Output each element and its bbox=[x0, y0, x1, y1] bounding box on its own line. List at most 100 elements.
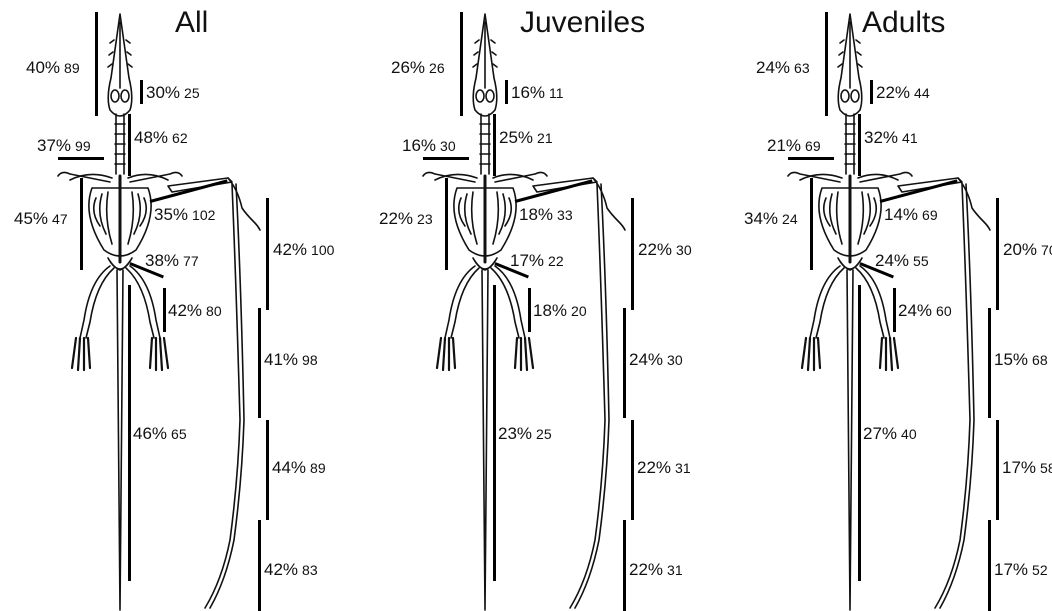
wing-phalanx-3-percent: 44% bbox=[272, 458, 306, 477]
skull-bar bbox=[95, 12, 98, 116]
humerus-bar bbox=[58, 157, 104, 160]
torso-bar bbox=[810, 178, 813, 270]
tail-n: 40 bbox=[901, 426, 917, 442]
humerus-percent: 16% bbox=[402, 136, 436, 155]
skeleton-panel-1: Juveniles 26%26 16% 11 25%21 16%30 22%23 bbox=[365, 0, 715, 611]
wing-phalanx-3-bar bbox=[996, 420, 999, 520]
wing-phalanx-2-label: 15%68 bbox=[994, 351, 1048, 369]
humerus-label: 16%30 bbox=[402, 137, 456, 155]
torso-label: 34%24 bbox=[744, 210, 798, 228]
neck-percent: 32% bbox=[864, 128, 898, 147]
rostrum-n: 25 bbox=[184, 85, 200, 101]
torso-percent: 34% bbox=[744, 209, 778, 228]
forearm-n: 102 bbox=[192, 207, 215, 223]
rostrum-bar bbox=[870, 80, 873, 104]
tibia-n: 80 bbox=[206, 303, 222, 319]
humerus-label: 21%69 bbox=[767, 137, 821, 155]
tail-n: 65 bbox=[171, 426, 187, 442]
rostrum-label: 30%25 bbox=[146, 84, 200, 102]
skull-n: 89 bbox=[64, 60, 80, 76]
wing-phalanx-3-label: 17%58 bbox=[1002, 459, 1052, 477]
neck-bar bbox=[128, 114, 131, 176]
wing-phalanx-1-n: 30 bbox=[676, 242, 692, 258]
rostrum-percent: 22% bbox=[876, 83, 910, 102]
humerus-label: 37%99 bbox=[37, 137, 91, 155]
torso-label: 22%23 bbox=[379, 210, 433, 228]
neck-n: 21 bbox=[537, 130, 553, 146]
torso-n: 24 bbox=[782, 211, 798, 227]
skull-percent: 40% bbox=[26, 58, 60, 77]
wing-phalanx-4-n: 52 bbox=[1032, 562, 1048, 578]
skull-n: 63 bbox=[794, 60, 810, 76]
femur-n: 55 bbox=[913, 253, 929, 269]
wing-phalanx-4-n: 31 bbox=[667, 562, 683, 578]
rostrum-n: 11 bbox=[549, 85, 564, 101]
rostrum-label: 22%44 bbox=[876, 84, 930, 102]
forearm-percent: 35% bbox=[154, 205, 188, 224]
wing-phalanx-2-percent: 15% bbox=[994, 350, 1028, 369]
tibia-n: 20 bbox=[571, 303, 587, 319]
wing-phalanx-2-n: 98 bbox=[302, 352, 318, 368]
femur-label: 38%77 bbox=[145, 252, 199, 270]
wing-phalanx-3-label: 44%89 bbox=[272, 459, 326, 477]
wing-phalanx-2-label: 41%98 bbox=[264, 351, 318, 369]
neck-bar bbox=[858, 114, 861, 176]
torso-label: 45%47 bbox=[14, 210, 68, 228]
wing-phalanx-3-percent: 17% bbox=[1002, 458, 1036, 477]
forearm-percent: 14% bbox=[884, 205, 918, 224]
humerus-percent: 21% bbox=[767, 136, 801, 155]
tibia-label: 24%60 bbox=[898, 302, 952, 320]
neck-percent: 48% bbox=[134, 128, 168, 147]
wing-phalanx-2-n: 30 bbox=[667, 352, 683, 368]
tibia-label: 42%80 bbox=[168, 302, 222, 320]
wing-phalanx-2-label: 24%30 bbox=[629, 351, 683, 369]
wing-phalanx-2-bar bbox=[258, 308, 261, 418]
wing-phalanx-4-label: 17%52 bbox=[994, 561, 1048, 579]
wing-phalanx-3-n: 89 bbox=[310, 460, 326, 476]
neck-label: 25%21 bbox=[499, 129, 553, 147]
panel-title: All bbox=[175, 6, 208, 40]
wing-phalanx-3-bar bbox=[631, 420, 634, 520]
tail-label: 46%65 bbox=[133, 425, 187, 443]
wing-phalanx-1-bar bbox=[631, 198, 634, 310]
tail-percent: 46% bbox=[133, 424, 167, 443]
rostrum-bar bbox=[140, 80, 143, 104]
torso-bar bbox=[80, 178, 83, 270]
wing-phalanx-2-bar bbox=[988, 308, 991, 418]
skull-n: 26 bbox=[429, 60, 445, 76]
skull-label: 40%89 bbox=[26, 59, 80, 77]
wing-phalanx-3-n: 31 bbox=[675, 460, 691, 476]
rostrum-bar bbox=[505, 80, 508, 104]
tibia-n: 60 bbox=[936, 303, 952, 319]
wing-phalanx-1-bar bbox=[266, 198, 269, 310]
skull-label: 26%26 bbox=[391, 59, 445, 77]
neck-label: 32%41 bbox=[864, 129, 918, 147]
femur-percent: 38% bbox=[145, 251, 179, 270]
panel-title: Juveniles bbox=[520, 6, 645, 40]
humerus-n: 69 bbox=[805, 138, 821, 154]
wing-phalanx-3-n: 58 bbox=[1040, 460, 1052, 476]
wing-phalanx-1-label: 22%30 bbox=[638, 241, 692, 259]
neck-n: 62 bbox=[172, 130, 188, 146]
tail-percent: 23% bbox=[498, 424, 532, 443]
wing-phalanx-4-percent: 42% bbox=[264, 560, 298, 579]
humerus-bar bbox=[423, 157, 469, 160]
skull-bar bbox=[825, 12, 828, 116]
forearm-percent: 18% bbox=[519, 205, 553, 224]
wing-phalanx-3-bar bbox=[266, 420, 269, 520]
panel-title: Adults bbox=[862, 6, 945, 40]
neck-n: 41 bbox=[902, 130, 918, 146]
wing-phalanx-3-percent: 22% bbox=[637, 458, 671, 477]
wing-phalanx-4-bar bbox=[623, 520, 626, 611]
wing-phalanx-2-percent: 24% bbox=[629, 350, 663, 369]
torso-percent: 22% bbox=[379, 209, 413, 228]
tibia-bar bbox=[163, 288, 166, 332]
forearm-label: 35%102 bbox=[154, 206, 215, 224]
wing-phalanx-4-label: 42%83 bbox=[264, 561, 318, 579]
femur-percent: 17% bbox=[510, 251, 544, 270]
tibia-percent: 18% bbox=[533, 301, 567, 320]
skeleton-panel-0: All 40%89 30%25 48%62 37%99 45%47 bbox=[0, 0, 350, 611]
tail-label: 27%40 bbox=[863, 425, 917, 443]
forearm-label: 18%33 bbox=[519, 206, 573, 224]
rostrum-percent: 30% bbox=[146, 83, 180, 102]
